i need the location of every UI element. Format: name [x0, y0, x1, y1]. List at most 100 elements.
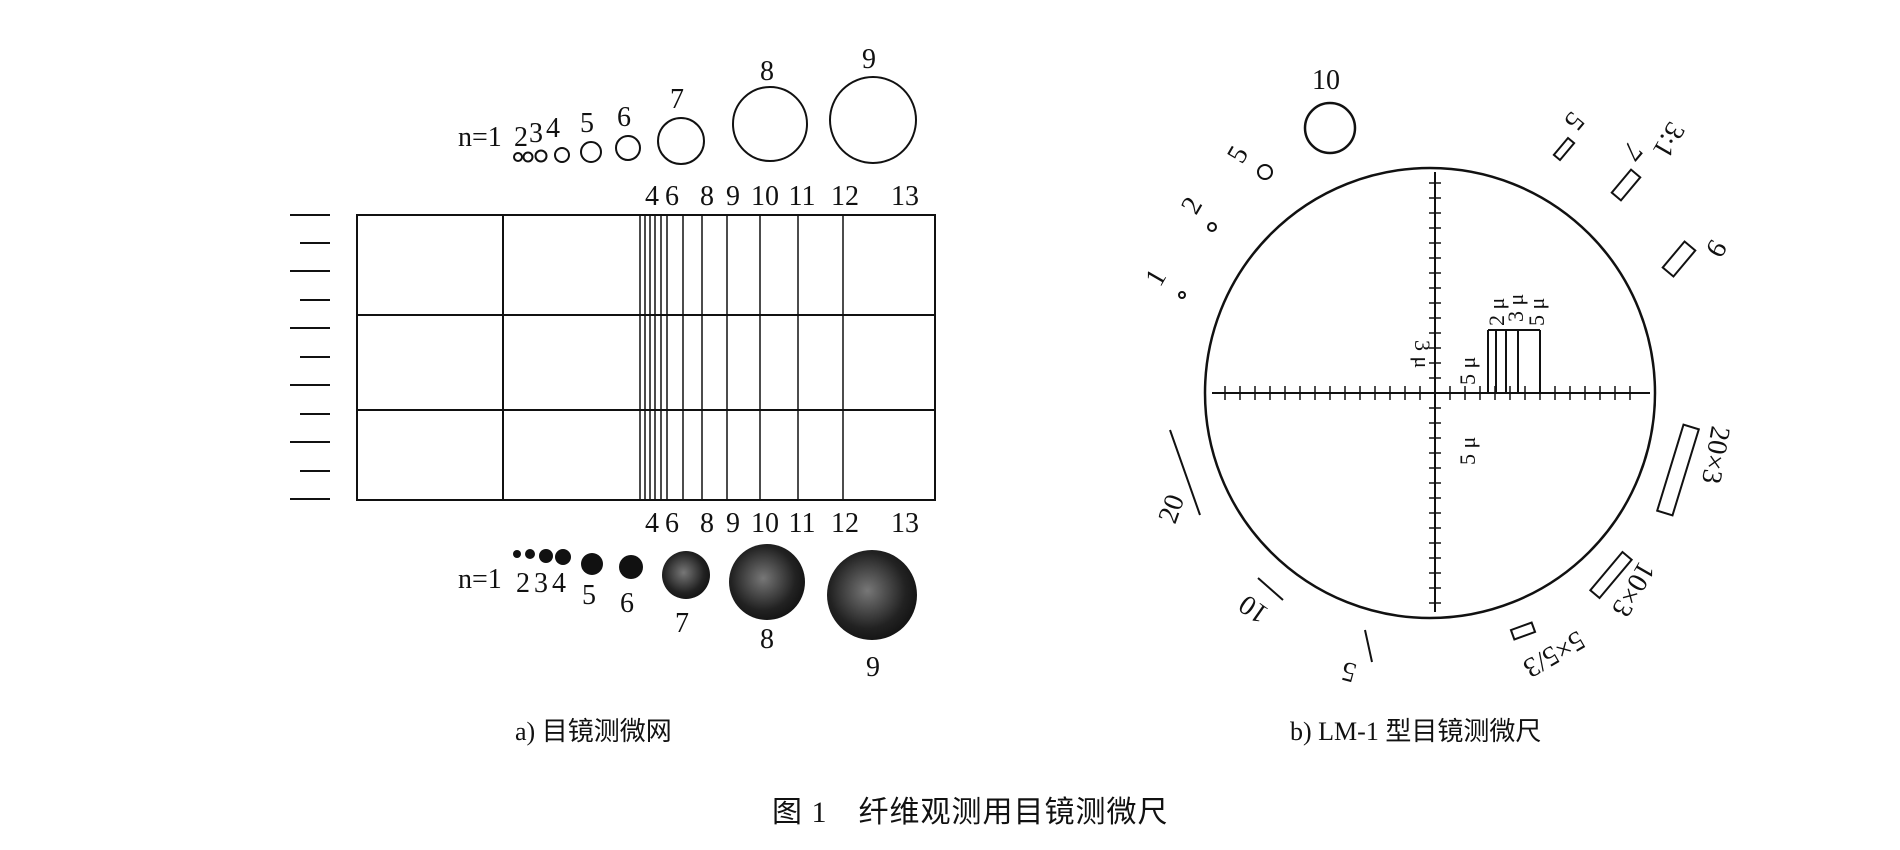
filled-circle-2	[525, 549, 535, 559]
top-circle-label: 6	[617, 102, 631, 133]
lm1-horizontal-ticks	[1224, 386, 1631, 400]
marker-label-10-bottom: 10	[1233, 588, 1274, 629]
hollow-circle-4	[554, 147, 570, 163]
bottom-circle-label: 3	[534, 568, 548, 599]
bottom-circle-label: 4	[552, 568, 566, 599]
top-circle-prefix: n=1	[458, 122, 502, 153]
marker-label-7: 7	[1616, 136, 1649, 167]
hollow-circle-6	[615, 135, 641, 161]
top-circle-label: 2	[514, 122, 528, 153]
top-circle-label: 7	[670, 84, 684, 115]
figure-caption: 图 1 纤维观测用目镜测微尺	[772, 796, 1169, 829]
filled-circle-9	[827, 550, 917, 640]
micron-label-3: 3 μ	[1503, 294, 1528, 322]
hollow-circle-1	[513, 152, 523, 162]
panel-a-caption: a) 目镜测微网	[515, 717, 672, 746]
filled-circle-5	[581, 553, 603, 575]
grid-top-label: 11	[789, 181, 816, 212]
lm1-vertical-ticks	[1429, 182, 1441, 604]
marker-line-10	[1257, 577, 1284, 601]
grid-top-label: 4	[645, 181, 659, 212]
hollow-circle-5	[580, 141, 602, 163]
marker-rect-5x5-3	[1509, 621, 1537, 641]
grid-bottom-label: 13	[891, 508, 919, 539]
grid-top-label: 6	[665, 181, 679, 212]
top-circle-label: 4	[546, 113, 560, 144]
marker-line-20	[1169, 429, 1201, 516]
marker-rect-7	[1610, 168, 1642, 202]
filled-circle-3	[539, 549, 553, 563]
top-hollow-circles	[513, 76, 917, 165]
marker-label-20x3: 20×3	[1695, 424, 1736, 486]
filled-circle-6	[619, 555, 643, 579]
filled-circle-1	[513, 550, 521, 558]
panel-a-left-ticks	[290, 214, 330, 500]
circle-10-label: 10	[1312, 65, 1340, 96]
outer-markers	[1169, 136, 1701, 663]
filled-circle-4	[555, 549, 571, 565]
marker-label-9: 9	[1699, 235, 1733, 263]
bottom-circle-labels: n=1 2 3 4 5 6 7 8 9	[458, 564, 880, 683]
top-circle-label: 3	[529, 118, 543, 149]
marker-label-5-left: 5	[1221, 141, 1255, 169]
grid-top-label: 8	[700, 181, 714, 212]
marker-label-1: 1	[1139, 264, 1173, 292]
grid-top-label: 10	[751, 181, 779, 212]
top-circle-label: 9	[862, 44, 876, 75]
micron-label-5-lower: 5 μ	[1455, 437, 1480, 465]
grid-bottom-label: 11	[789, 508, 816, 539]
hollow-circle-2	[522, 151, 534, 163]
marker-circle-2	[1207, 222, 1217, 232]
micron-label-5-upper: 5 μ	[1455, 357, 1480, 385]
marker-label-5x5-3: 5×5/3	[1518, 624, 1590, 684]
marker-label-3-1: 3:1	[1646, 117, 1691, 163]
marker-rect-10x3	[1588, 550, 1634, 600]
marker-label-10x3: 10×3	[1605, 557, 1661, 623]
grid-bottom-label: 8	[700, 508, 714, 539]
panel-a: 4 6 8 9 10 11 12 13 4 6 8 9 10 11 12 13	[290, 44, 936, 746]
marker-label-20-left: 20	[1152, 490, 1191, 527]
marker-rect-5	[1552, 136, 1576, 162]
panel-b: 2 μ 3 μ 5 μ 3 μ 5 μ 5 μ 10	[1139, 65, 1735, 746]
circle-10	[1303, 101, 1357, 155]
grid-top-label: 9	[726, 181, 740, 212]
marker-label-5-right: 5	[1558, 106, 1591, 137]
bottom-circle-label: 7	[675, 608, 689, 639]
grid-bottom-label: 4	[645, 508, 659, 539]
top-circle-label: 8	[760, 56, 774, 87]
top-circle-label: 5	[580, 108, 594, 139]
micron-label-5: 5 μ	[1524, 298, 1549, 326]
hollow-circle-8	[732, 86, 808, 162]
marker-rect-20x3	[1655, 423, 1701, 517]
marker-line-5	[1364, 629, 1373, 663]
marker-rect-9	[1661, 240, 1697, 278]
bottom-circle-label: 9	[866, 652, 880, 683]
grid-top-labels: 4 6 8 9 10 11 12 13	[645, 181, 919, 212]
grid-bottom-label: 6	[665, 508, 679, 539]
marker-label-5-bottom: 5	[1338, 655, 1360, 689]
grid-bottom-label: 9	[726, 508, 740, 539]
top-circle-labels: n=1 2 3 4 5 6 7 8 9	[458, 44, 876, 153]
lm1-outer-circle	[1203, 166, 1657, 620]
micrometer-grid	[356, 214, 936, 501]
micron-label-3-left: 3 μ	[1410, 340, 1435, 368]
marker-circle-5	[1257, 164, 1273, 180]
bottom-circle-prefix: n=1	[458, 564, 502, 595]
hollow-circle-3	[534, 149, 548, 163]
bottom-circle-label: 5	[582, 580, 596, 611]
filled-circle-7	[662, 551, 710, 599]
bottom-circle-label: 2	[516, 568, 530, 599]
micron-bars	[1487, 329, 1541, 393]
panel-b-caption: b) LM-1 型目镜测微尺	[1290, 717, 1541, 746]
grid-bottom-label: 12	[831, 508, 859, 539]
filled-circle-8	[729, 544, 805, 620]
hollow-circle-9	[829, 76, 917, 164]
grid-top-label: 13	[891, 181, 919, 212]
hollow-circle-7	[657, 117, 705, 165]
bottom-circle-label: 6	[620, 588, 634, 619]
grid-top-label: 12	[831, 181, 859, 212]
bottom-circle-label: 8	[760, 624, 774, 655]
outer-marker-labels: 1 2 5 5 7 3:1 9 20×3 10×3 5×5/3 5 10 20	[1139, 106, 1735, 689]
grid-bottom-labels: 4 6 8 9 10 11 12 13	[645, 508, 919, 539]
